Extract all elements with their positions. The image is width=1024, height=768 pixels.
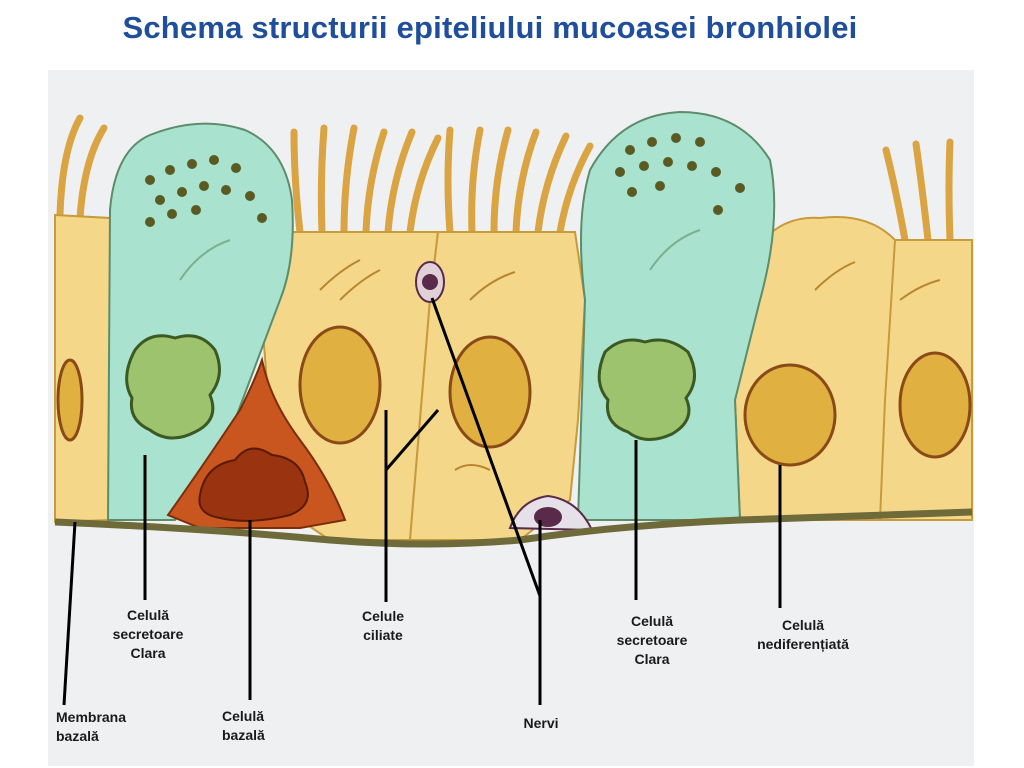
label-nerves: Nervi [523, 715, 559, 731]
clara-nucleus-1 [125, 334, 221, 440]
basal-nucleus [198, 447, 309, 522]
nerve-cells [415, 261, 594, 532]
label-ciliated-cells: Celule ciliate [361, 608, 404, 643]
clara-granules [145, 133, 745, 227]
clara-nucleus-2 [597, 338, 696, 441]
label-basement-membrane: Membrana bazală [56, 709, 127, 744]
epithelium-diagram [48, 70, 974, 766]
slide-title: Schema structurii epiteliului mucoasei b… [122, 10, 858, 45]
ciliated-nuclei [56, 325, 972, 467]
label-undifferentiated-cell: Celulă nediferențiată [757, 617, 849, 652]
label-clara-cell-right: Celulă secretoare Clara [616, 613, 688, 667]
epithelium-figure: Celulă secretoare Clara Celule ciliate C… [48, 70, 974, 766]
label-basal-cell: Celulă bazală [222, 708, 265, 743]
label-clara-cell-left: Celulă secretoare Clara [112, 607, 184, 661]
cilia-middle [290, 124, 594, 236]
cilia-right [882, 138, 954, 244]
pointer-lines [62, 297, 782, 706]
cilia-left [56, 114, 108, 222]
mitochondria [179, 229, 941, 471]
